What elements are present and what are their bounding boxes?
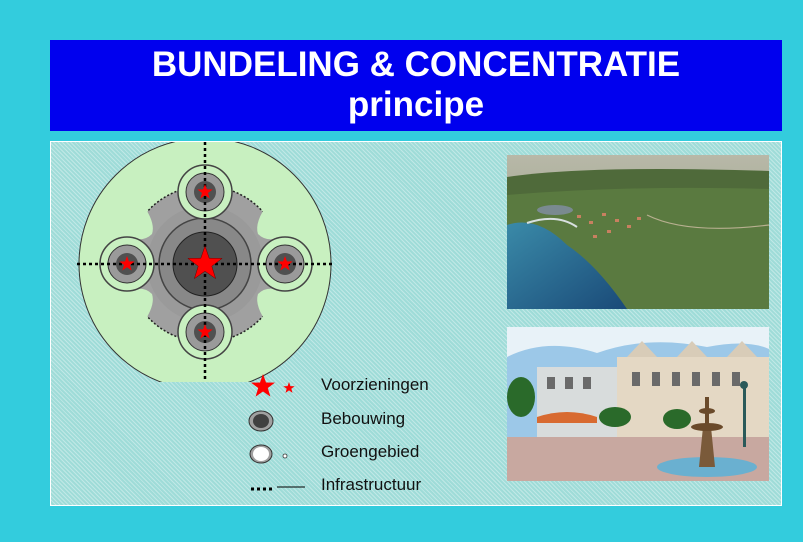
legend-label: Bebouwing: [321, 409, 406, 428]
concentration-diagram: [77, 142, 333, 382]
legend-label: Infrastructuur: [321, 475, 422, 494]
content-panel: Voorzieningen Bebouwing Groengebied Infr…: [50, 141, 782, 506]
green-wedge-sw: [125, 288, 153, 326]
built-area-icon: [248, 410, 274, 432]
title-main: BUNDELING & CONCENTRATIE: [151, 45, 681, 84]
star-icon-north: [197, 184, 213, 199]
star-icon-west: [119, 256, 135, 271]
legend: Voorzieningen Bebouwing Groengebied Infr…: [247, 368, 507, 508]
green-wedge-ne: [257, 202, 285, 240]
title-banner: BUNDELING & CONCENTRATIE principe: [50, 40, 782, 131]
town-square-photo: [507, 327, 769, 481]
star-icon-central: [187, 245, 223, 280]
legend-label: Groengebied: [321, 442, 420, 461]
legend-item-voorzieningen: Voorzieningen: [247, 372, 507, 398]
star-icon-south: [197, 324, 213, 339]
road-line-icon: [251, 486, 305, 491]
green-wedge-nw: [125, 202, 153, 240]
legend-item-groengebied: Groengebied: [247, 439, 507, 465]
aerial-coast-photo: [507, 155, 769, 309]
legend-item-infrastructuur: Infrastructuur: [247, 472, 507, 498]
star-icon-east: [277, 256, 293, 271]
star-icon: [251, 374, 295, 397]
title-sub: principe: [347, 85, 485, 124]
legend-label: Voorzieningen: [321, 375, 429, 394]
green-wedge-se: [257, 288, 285, 326]
legend-item-bebouwing: Bebouwing: [247, 406, 507, 432]
green-area-icon: [249, 444, 288, 464]
